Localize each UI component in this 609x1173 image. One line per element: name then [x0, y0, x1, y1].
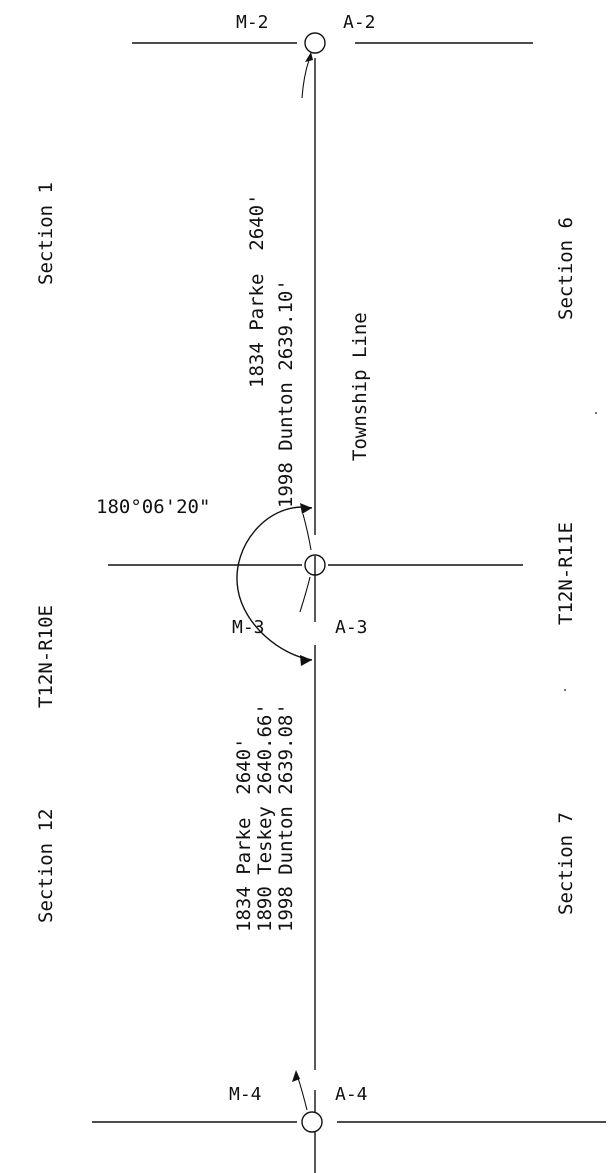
section-6-label: Section 6 — [555, 217, 577, 320]
corner-label-m2: M-2 — [236, 12, 269, 33]
section-7-label: Section 7 — [555, 812, 577, 915]
monument-pointer-4 — [297, 1077, 308, 1111]
north-measurement-1: 1834 Parke 2640' — [246, 194, 268, 388]
monument-circle-4 — [301, 1111, 323, 1133]
scan-speck — [564, 689, 566, 691]
south-measurement-2: 1890 Teskey 2640.66' — [254, 703, 276, 932]
township-west-label: T12N-R10E — [35, 605, 57, 708]
angle-label: 180°06'20" — [96, 496, 210, 518]
corner-3 — [108, 513, 523, 613]
corner-4 — [92, 1070, 606, 1133]
township-line-label: Township Line — [349, 312, 371, 461]
section-1-label: Section 1 — [35, 182, 57, 285]
monument-circle-3 — [304, 554, 326, 576]
corner-label-m3: M-3 — [232, 617, 265, 638]
south-measurement-3: 1998 Dunton 2639.08' — [275, 703, 297, 932]
monument-pointer-3-top — [302, 513, 312, 551]
section-12-label: Section 12 — [35, 809, 57, 923]
angle-arc — [236, 503, 313, 666]
township-east-label: T12N-R11E — [555, 522, 577, 625]
south-measurement-1: 1834 Parke 2640' — [233, 738, 255, 932]
corner-label-m4: M-4 — [229, 1084, 262, 1105]
corner-label-a4: A-4 — [335, 1084, 368, 1105]
corner-label-a2: A-2 — [343, 12, 376, 33]
scan-speck — [595, 412, 597, 414]
monument-circle-2 — [304, 32, 326, 54]
north-measurement-2: 1998 Dunton 2639.10' — [275, 279, 297, 508]
monument-pointer-2 — [301, 59, 310, 99]
corner-label-a3: A-3 — [335, 617, 368, 638]
corner-2 — [132, 32, 533, 99]
monument-pointer-3-bottom — [299, 576, 311, 613]
